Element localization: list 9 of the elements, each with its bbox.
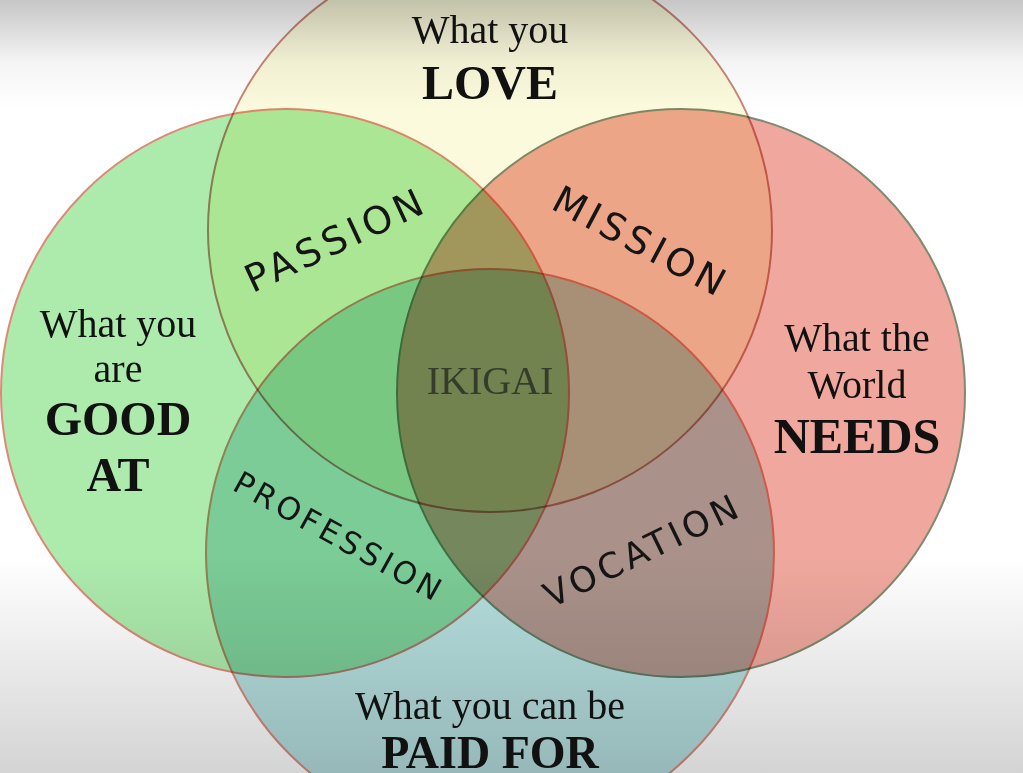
circle-caption: What you are xyxy=(38,301,198,391)
circle-title: LOVE xyxy=(422,57,558,109)
circle-title: GOOD AT xyxy=(43,391,193,503)
center-label: IKIGAI xyxy=(426,361,554,401)
circle-title: PAID FOR xyxy=(381,733,599,773)
circle-caption: What you xyxy=(411,8,569,52)
circle-title: NEEDS xyxy=(773,408,941,464)
circle-caption: What you can be xyxy=(355,684,625,728)
circle-caption: What the World xyxy=(783,314,931,408)
